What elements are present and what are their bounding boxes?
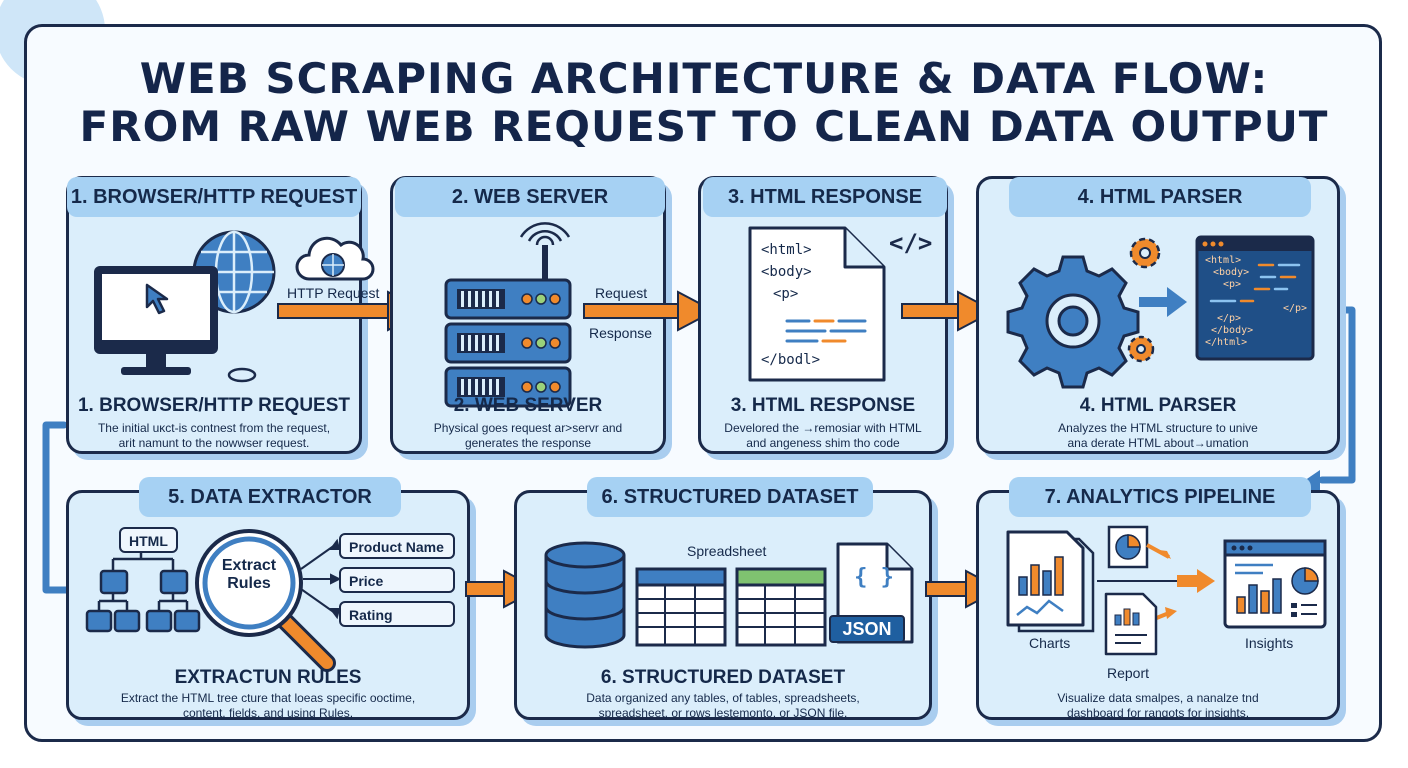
antenna-icon	[519, 222, 571, 279]
table-icon	[635, 567, 727, 647]
step-4-caption: 4. HTML PARSER	[1079, 395, 1237, 416]
code-line-body: <body>	[761, 264, 812, 280]
page-subtitle: FROM RAW WEB REQUEST TO CLEAN DATA OUTPU…	[79, 102, 1329, 151]
response-label: Response	[589, 325, 653, 341]
step-7-card: 7. ANALYTICS PIPELINE Charts Report	[976, 477, 1340, 720]
magnifier-icon	[195, 529, 336, 672]
parser-code-close-p-2: </p>	[1217, 313, 1242, 324]
page-title: WEB SCRAPING ARCHITECTURE & DATA FLOW:	[139, 54, 1269, 103]
field-rating: Rating	[339, 601, 455, 627]
parser-code-close-p-1: </p>	[1283, 303, 1308, 314]
small-gear-icon	[1127, 335, 1155, 363]
step-3-tab: 3. HTML RESPONSE	[703, 177, 947, 217]
arrow-right-icon	[1139, 287, 1187, 317]
http-request-label: HTTP Request	[287, 285, 380, 301]
step-2-tab: 2. WEB SERVER	[395, 177, 665, 217]
code-tag-icon: </>	[889, 229, 933, 257]
tree-icon	[85, 549, 201, 633]
database-icon	[544, 541, 626, 649]
field-price: Price	[339, 567, 455, 593]
step-5-tab: 5. DATA EXTRACTOR	[139, 477, 401, 517]
step-4-card: 4. HTML PARSER <html> <body> <p> </p> </…	[976, 176, 1340, 454]
parser-code-close-html: </html>	[1205, 337, 1248, 348]
braces-icon: { }	[854, 565, 894, 590]
table-icon	[735, 567, 827, 647]
chart-doc-icon	[1006, 530, 1095, 633]
step-3-caption: 3. HTML RESPONSE	[730, 395, 916, 416]
parser-code-html: <html>	[1205, 255, 1242, 266]
report-icon	[1104, 592, 1158, 656]
step-4-desc-line2: ana derate HTML about→umation	[1067, 436, 1249, 450]
step-6-desc-line1: Data organized any tables, of tables, sp…	[586, 691, 860, 705]
field-arrows-icon	[300, 538, 342, 620]
step-6-desc-line2: spreadsheet, or rows lestemonto, or JSON…	[598, 706, 848, 720]
json-label: JSON	[829, 615, 905, 643]
step-5-card: 5. DATA EXTRACTOR HTML Extract Rules Pro…	[66, 477, 470, 720]
step-6-caption: 6. STRUCTURED DATASET	[600, 667, 846, 688]
parser-code-body: <body>	[1213, 267, 1250, 278]
insights-label: Insights	[1245, 635, 1294, 651]
desk-lamp-icon	[227, 367, 257, 383]
step-1-caption: 1. BROWSER/HTTP REQUEST	[77, 395, 350, 416]
step-5-desc-line1: Extract the HTML tree cture that loeas s…	[120, 691, 416, 705]
code-window-icon	[1195, 235, 1315, 361]
step-5-desc-line2: content, fields, and using Rules.	[182, 706, 354, 720]
parser-code-close-body: </body>	[1211, 325, 1254, 336]
step-2-desc-line2: generates the response	[464, 436, 592, 450]
step-2-card: 2. WEB SERVER Request Response 2. WEB SE…	[390, 176, 666, 454]
step-1-tab: 1. BROWSER/HTTP REQUEST	[67, 177, 361, 217]
code-line-html: <html>	[761, 242, 812, 258]
request-label: Request	[595, 285, 648, 301]
step-3-desc-line2: and angeness shim tho code	[746, 436, 900, 450]
step-4-tab: 4. HTML PARSER	[1009, 177, 1311, 217]
step-4-desc-line1: Analyzes the HTML structure to unive	[1058, 421, 1258, 435]
flow-lines-icon	[1097, 543, 1215, 623]
step-6-card: 6. STRUCTURED DATASET Spreadsheet { } JS…	[514, 477, 932, 720]
monitor-icon	[94, 266, 218, 375]
step-7-desc-line2: dashboard for rangots for insights.	[1066, 706, 1250, 720]
step-1-desc-line1: The initial uĸсt-is contnest from the re…	[97, 421, 331, 435]
small-gear-icon	[1129, 237, 1161, 269]
document-icon	[748, 226, 886, 382]
step-3-desc-line1: Develored the →remosiar with HTML	[724, 421, 922, 435]
extract-label: Extract	[221, 557, 277, 574]
rules-label: Rules	[227, 575, 271, 592]
step-1-desc-line2: arit namunt to the nowwser request.	[118, 436, 310, 450]
gear-icon	[1006, 255, 1140, 389]
report-label: Report	[1107, 665, 1150, 681]
code-line-p: <p>	[773, 286, 799, 302]
step-2-caption: 2. WEB SERVER	[453, 395, 603, 416]
step-1-card: 1. BROWSER/HTTP REQUEST HTTP Request 1. …	[66, 176, 379, 454]
tree-root-node: HTML	[119, 527, 178, 553]
spreadsheet-label: Spreadsheet	[687, 543, 767, 559]
dashboard-icon	[1223, 539, 1327, 629]
code-line-close-body: </bodl>	[761, 352, 821, 368]
extract-rules-label: Extract Rules	[201, 557, 297, 593]
step-5-caption: EXTRACTUN RULES	[174, 667, 362, 688]
step-6-tab: 6. STRUCTURED DATASET	[587, 477, 873, 517]
step-7-desc-line1: Visualize data smalpes, a nanalze tnd	[1057, 691, 1259, 705]
field-product-name: Product Name	[339, 533, 455, 559]
step-7-tab: 7. ANALYTICS PIPELINE	[1009, 477, 1311, 517]
step-2-desc-line1: Physical goes request ar>servr and	[433, 421, 623, 435]
parser-code-p: <p>	[1223, 279, 1242, 290]
cloud-globe-icon	[295, 236, 375, 281]
arrow-right-icon	[583, 290, 717, 332]
cursor-icon	[145, 283, 169, 315]
server-icon	[444, 278, 572, 408]
charts-label: Charts	[1029, 635, 1071, 651]
